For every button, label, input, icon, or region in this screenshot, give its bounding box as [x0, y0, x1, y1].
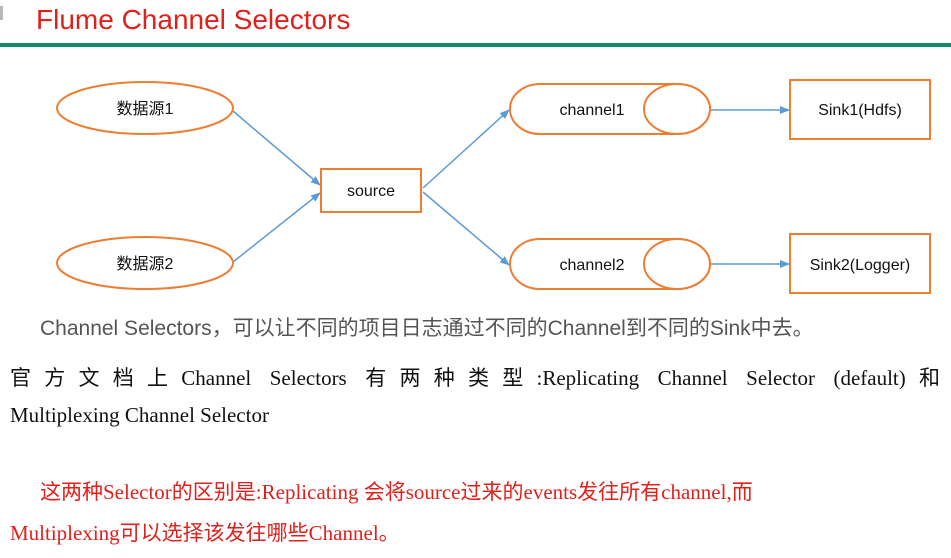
- title-divider: [0, 43, 951, 47]
- datasource2-node: 数据源2: [56, 236, 234, 290]
- datasource1-node: 数据源1: [56, 81, 234, 135]
- channel2-label: channel2: [560, 257, 625, 274]
- slide-title: Flume Channel Selectors: [36, 4, 351, 35]
- arrow-source-to-channel2: [422, 191, 510, 266]
- types-paragraph-line1: 官方文档上Channel Selectors 有两种类型:Replicating…: [10, 366, 940, 390]
- difference-paragraph-line1: 这两种Selector的区别是:Replicating 会将source过来的e…: [40, 480, 753, 504]
- types-paragraph-line2: Multiplexing Channel Selector: [10, 403, 269, 427]
- channel1-node: channel1: [509, 83, 711, 135]
- sink2-label: Sink2(Logger): [810, 257, 911, 274]
- sink1-label: Sink1(Hdfs): [818, 102, 902, 119]
- title-marker: [0, 6, 3, 20]
- intro-paragraph: Channel Selectors，可以让不同的项目日志通过不同的Channel…: [40, 317, 814, 340]
- channel2-node: channel2: [509, 238, 711, 290]
- source-node: source: [320, 168, 422, 213]
- datasource1-label: 数据源1: [117, 100, 174, 118]
- source-label: source: [347, 183, 395, 200]
- difference-paragraph-line2: Multiplexing可以选择该发往哪些Channel。: [10, 521, 400, 545]
- sink2-node: Sink2(Logger): [789, 233, 931, 294]
- datasource2-label: 数据源2: [117, 255, 174, 273]
- arrow-datasource2-to-source: [232, 192, 321, 263]
- flume-selector-diagram: 数据源1 数据源2 source channel1 channel2 Sink1…: [56, 79, 931, 294]
- arrow-source-to-channel1: [422, 109, 510, 189]
- arrow-datasource1-to-source: [232, 110, 321, 186]
- sink1-node: Sink1(Hdfs): [789, 79, 931, 140]
- channel1-label: channel1: [560, 102, 625, 119]
